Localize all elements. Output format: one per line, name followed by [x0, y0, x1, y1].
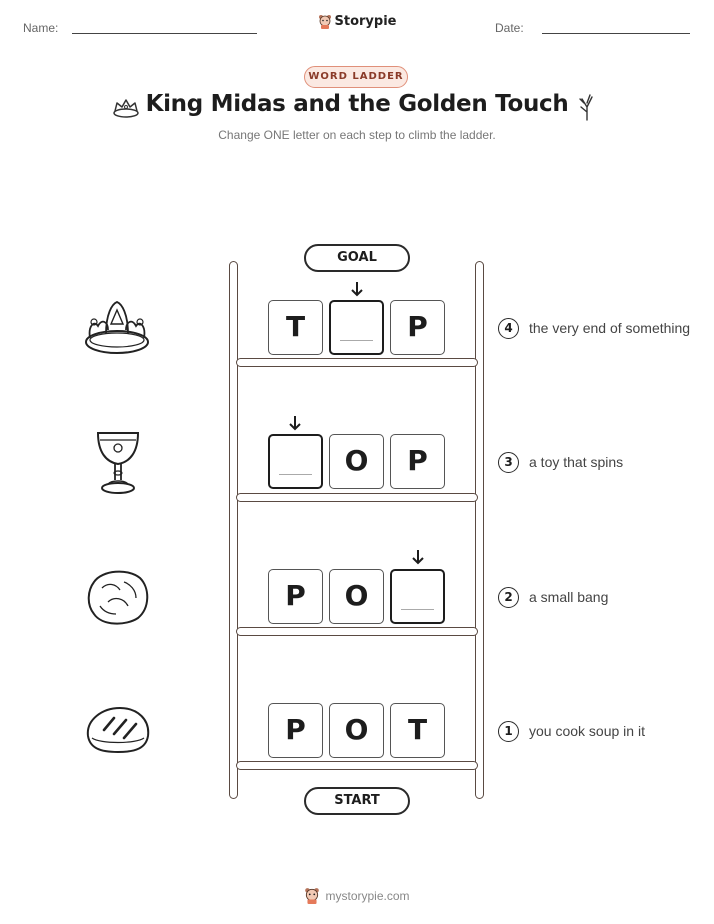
write-line	[279, 474, 312, 475]
arrow-down-icon	[411, 549, 425, 569]
letter-tile: P	[390, 434, 445, 489]
ladder-rung	[236, 358, 478, 367]
name-label: Name:	[23, 21, 59, 35]
bread-icon	[84, 706, 152, 758]
step-clue: a small bang	[529, 589, 609, 605]
letter-tile: O	[329, 703, 384, 758]
brand-name: Storypie	[334, 14, 397, 29]
step-clue: the very end of something	[529, 320, 691, 336]
step-clue: a toy that spins	[529, 454, 624, 470]
step-clue: you cook soup in it	[529, 723, 645, 739]
crown-icon	[84, 300, 150, 360]
crown-title-icon	[112, 96, 140, 122]
ladder-rung	[236, 761, 478, 770]
ladder-rail-right	[475, 261, 484, 799]
letter-tile-blank[interactable]	[268, 434, 323, 489]
brand-logo: Storypie	[0, 14, 714, 33]
letter-tile: T	[390, 703, 445, 758]
ladder-rail-left	[229, 261, 238, 799]
date-label: Date:	[495, 21, 524, 35]
write-line	[340, 340, 373, 341]
letter-tile: P	[268, 703, 323, 758]
step-number: 4	[498, 318, 519, 339]
goal-label: GOAL	[304, 244, 410, 272]
page-title: King Midas and the Golden Touch	[145, 91, 569, 117]
step-number: 3	[498, 452, 519, 473]
footer: mystorypie.com	[0, 887, 714, 907]
date-field[interactable]	[542, 33, 690, 34]
instructions: Change ONE letter on each step to climb …	[218, 128, 496, 142]
step-number: 2	[498, 587, 519, 608]
letter-tile: O	[329, 434, 384, 489]
letter-tile-blank[interactable]	[390, 569, 445, 624]
write-line	[401, 609, 434, 610]
arrow-down-icon	[288, 415, 302, 435]
footer-url[interactable]: mystorypie.com	[325, 888, 410, 903]
rock-icon	[86, 568, 150, 630]
twig-title-icon	[577, 93, 597, 125]
start-label: START	[304, 787, 410, 815]
activity-badge: WORD LADDER	[304, 66, 408, 88]
letter-tile: P	[268, 569, 323, 624]
letter-tile: T	[268, 300, 323, 355]
ladder-rung	[236, 627, 478, 636]
ladder-rung	[236, 493, 478, 502]
bear-logo-icon	[305, 888, 320, 904]
letter-tile: O	[329, 569, 384, 624]
letter-tile-blank[interactable]	[329, 300, 384, 355]
name-field[interactable]	[72, 33, 257, 34]
step-number: 1	[498, 721, 519, 742]
goblet-icon	[94, 430, 142, 500]
arrow-down-icon	[350, 281, 364, 301]
letter-tile: P	[390, 300, 445, 355]
bear-logo-icon	[318, 15, 331, 29]
